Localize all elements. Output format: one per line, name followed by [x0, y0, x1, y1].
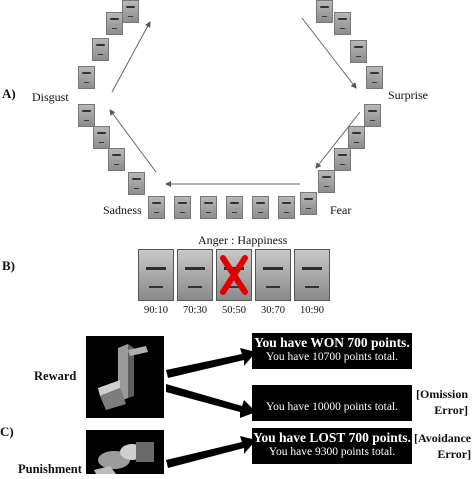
face-thumbnail — [78, 66, 95, 89]
face-thumbnail — [366, 66, 383, 89]
face-thumbnail — [300, 192, 317, 215]
emotion-label-disgust: Disgust — [32, 90, 69, 104]
emotion-label-sadness: Sadness — [103, 203, 142, 217]
face-thumbnail — [148, 196, 165, 219]
panel-label-a: A) — [2, 86, 16, 101]
feedback-lost-total: You have 9300 points total. — [268, 446, 396, 458]
panel-label-c: C) — [0, 424, 14, 439]
face-thumbnail — [200, 196, 217, 219]
punishment-stimulus-image — [86, 430, 164, 474]
arrow-sadness-to-disgust — [109, 109, 157, 173]
omission-error-label: [Omission Error] — [416, 386, 468, 418]
face-thumbnail — [364, 104, 381, 127]
feedback-omission: You have 10000 points total. — [252, 385, 412, 421]
morph-face-4 — [255, 249, 291, 301]
feedback-lost-headline: You have LOST 700 points. — [253, 430, 411, 445]
excluded-x-mark — [220, 255, 248, 295]
panel-label-b: B) — [2, 258, 15, 273]
morph-title: Anger : Happiness — [198, 233, 288, 247]
morph-ratio-4: 30:70 — [261, 305, 285, 316]
avoidance-error-line1: [Avoidance — [414, 431, 472, 445]
face-thumbnail — [108, 148, 125, 171]
face-thumbnail — [128, 172, 145, 195]
arrow-fear-to-surprise — [315, 111, 361, 169]
omission-error-line2: Error] — [434, 403, 469, 417]
face-thumbnail — [348, 126, 365, 149]
face-thumbnail — [174, 196, 191, 219]
face-thumbnail — [350, 40, 367, 63]
morph-ratio-3: 50:50 — [222, 305, 246, 316]
morph-face-2 — [177, 249, 213, 301]
face-thumbnail — [334, 148, 351, 171]
face-thumbnail — [334, 12, 351, 35]
arrow-disgust-to-top — [111, 21, 151, 93]
morph-ratio-1: 90:10 — [144, 305, 168, 316]
morph-ratio-5: 10:90 — [300, 305, 324, 316]
feedback-won-headline: You have WON 700 points. — [254, 335, 410, 350]
avoidance-error-label: [Avoidance Error] — [414, 430, 471, 462]
face-thumbnail — [226, 196, 243, 219]
condition-label-punishment: Punishment — [18, 462, 82, 476]
face-thumbnail — [92, 38, 109, 61]
feedback-omission-total: You have 10000 points total. — [265, 401, 399, 413]
outcome-arrows — [166, 348, 256, 468]
morph-face-3 — [216, 249, 252, 301]
reward-stimulus-image — [86, 336, 164, 418]
arrow-no-press — [166, 384, 256, 418]
avoidance-error-line2: Error] — [437, 447, 472, 461]
emotion-label-fear: Fear — [330, 203, 352, 217]
arrow-button-press-reward — [166, 348, 256, 378]
morph-ratio-2: 70:30 — [183, 305, 207, 316]
feedback-lost: You have LOST 700 points. You have 9300 … — [252, 428, 412, 464]
feedback-won: You have WON 700 points. You have 10700 … — [252, 333, 412, 369]
emotion-label-surprise: Surprise — [388, 88, 428, 102]
face-thumbnail — [316, 0, 333, 23]
face-thumbnail — [318, 170, 335, 193]
face-thumbnail — [252, 196, 269, 219]
face-thumbnail — [278, 196, 295, 219]
arrow-top-to-surprise — [301, 17, 357, 89]
morph-face-1 — [138, 249, 174, 301]
face-thumbnail — [106, 12, 123, 35]
face-thumbnail — [78, 104, 95, 127]
feedback-won-total: You have 10700 points total. — [265, 351, 399, 363]
omission-error-line1: [Omission — [416, 387, 469, 401]
face-thumbnail — [93, 126, 110, 149]
face-thumbnail — [122, 0, 139, 23]
hexagon-arrows — [109, 17, 361, 187]
morph-face-5 — [294, 249, 330, 301]
arrow-button-press-punishment — [166, 436, 256, 468]
condition-label-reward: Reward — [34, 369, 77, 383]
